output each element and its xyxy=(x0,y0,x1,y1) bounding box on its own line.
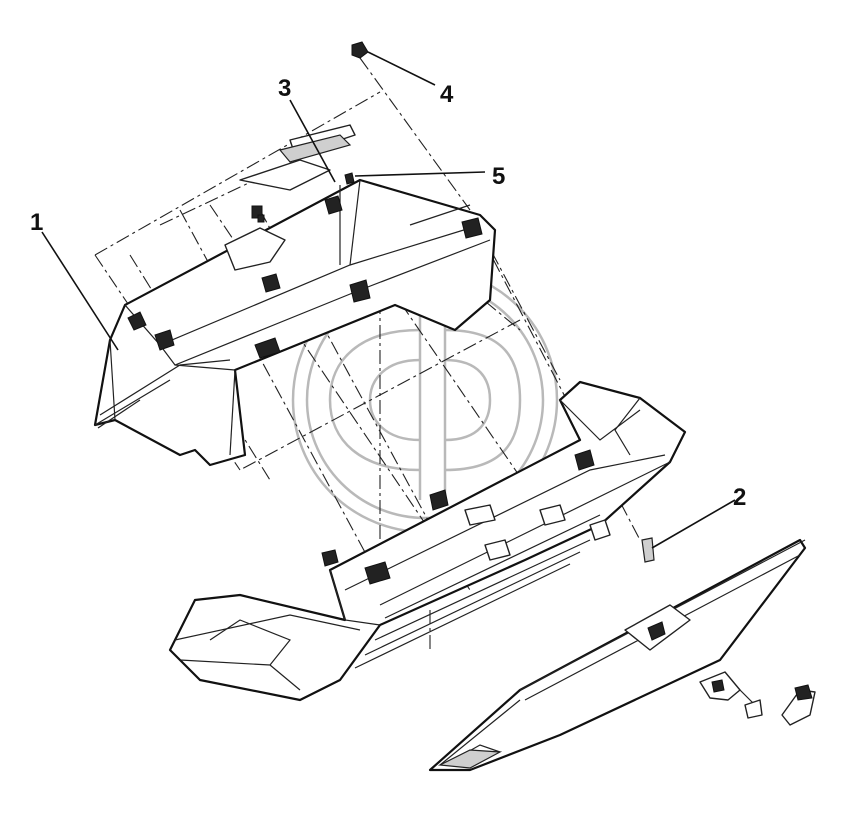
callout-3: 3 xyxy=(278,75,291,102)
part-5-screw xyxy=(344,172,355,185)
leader-lines xyxy=(41,51,736,549)
part-1-storage-box xyxy=(93,124,497,467)
part-3-bracket xyxy=(278,134,352,163)
callout-2: 2 xyxy=(733,484,746,511)
callout-labels: 1 2 3 4 5 xyxy=(30,75,746,511)
glove-box-door xyxy=(428,538,807,772)
part-4-clip xyxy=(351,41,369,59)
latch-assembly xyxy=(699,671,816,726)
callout-1: 1 xyxy=(30,209,43,236)
callout-4: 4 xyxy=(440,81,454,108)
callout-5: 5 xyxy=(492,163,505,190)
part-2-glove-box-bin xyxy=(168,380,687,702)
